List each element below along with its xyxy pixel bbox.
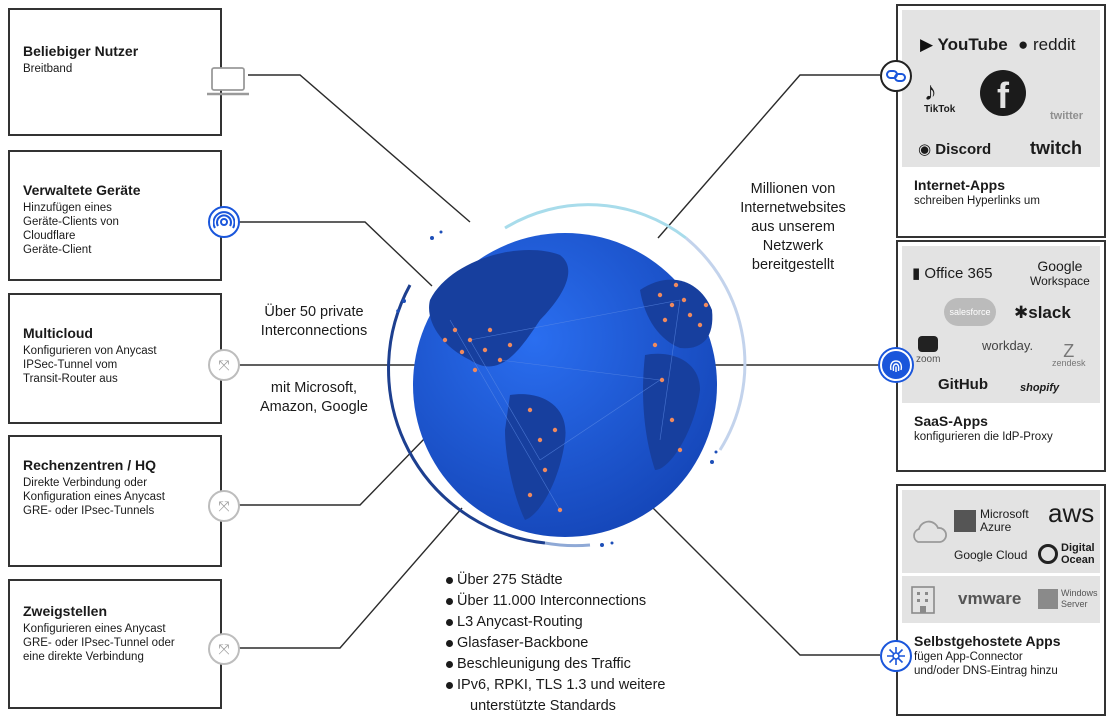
box-beliebiger-nutzer: Beliebiger Nutzer Breitband (8, 8, 249, 136)
vmware-logo: vmware (958, 589, 1022, 608)
building-icon (911, 586, 935, 614)
stats-item: L3 Anycast-Routing (446, 612, 665, 633)
box-zweigstellen: Zweigstellen Konfigurieren eines Anycast… (8, 579, 222, 709)
arc-bottom (544, 541, 591, 548)
box-desc: schreiben Hyperlinks um (914, 195, 1040, 207)
link-icon (880, 60, 912, 92)
box-rechenzentren: Rechenzentren / HQ Direkte Verbindung od… (8, 435, 222, 567)
office365-logo: ▮ Office 365 (912, 265, 993, 282)
stats-list: Über 275 Städte Über 11.000 Interconnect… (446, 570, 665, 717)
reddit-logo: ● reddit (1018, 35, 1076, 54)
line-beliebiger-nutzer (248, 74, 471, 223)
box-title: Beliebiger Nutzer (23, 43, 139, 59)
facebook-logo: f (980, 70, 1026, 116)
twitter-logo: twitter (1050, 110, 1083, 122)
line-selfhosted-apps (649, 504, 880, 656)
youtube-logo: ▶ YouTube (920, 35, 1008, 54)
connector-icon (880, 640, 912, 672)
box-desc: Breitband (23, 63, 73, 75)
shopify-logo: shopify (1020, 382, 1060, 394)
tiktok-logo: ♪TikTok (924, 76, 956, 115)
aws-logo: aws (1048, 498, 1095, 528)
city-dots (442, 282, 709, 513)
google-cloud-logo: Google Cloud (954, 548, 1028, 562)
box-title: Multicloud (23, 325, 93, 341)
partners-text: mit Microsoft,Amazon, Google (259, 380, 368, 415)
box-title: Internet-Apps (914, 177, 1005, 193)
box-title: Zweigstellen (23, 603, 108, 619)
stats-item: Über 275 Städte (446, 570, 665, 591)
github-logo: GitHub (938, 376, 988, 393)
stats-item: IPv6, RPKI, TLS 1.3 und weitere (446, 675, 665, 696)
box-title: Rechenzentren / HQ (23, 457, 157, 473)
laptop-icon (207, 67, 249, 96)
stats-item: Beschleunigung des Traffic (446, 654, 665, 675)
cloud-icon (913, 520, 947, 543)
line-rechenzentren (228, 436, 427, 506)
workday-logo: workday. (982, 338, 1034, 353)
box-title: SaaS-Apps (914, 413, 988, 429)
tunnel-icon: ⤧ (208, 490, 240, 522)
box-title: Selbstgehostete Apps (914, 633, 1061, 649)
box-internet-apps: ▶ YouTube ● reddit ♪TikTok f twitter ◉ D… (896, 4, 1106, 238)
line-internet-apps (657, 74, 880, 239)
arc-right (685, 236, 747, 451)
device-client-icon (208, 206, 240, 238)
line-zweigstellen (228, 507, 463, 649)
box-desc: konfigurieren die IdP-Proxy (914, 431, 1053, 443)
stats-item: Über 11.000 Interconnections (446, 591, 665, 612)
salesforce-logo: salesforce (944, 298, 996, 326)
line-verwaltete-geraete (228, 221, 433, 287)
tunnel-icon: ⤧ (208, 349, 240, 381)
arc-left (387, 284, 546, 545)
arc-light (504, 203, 687, 240)
slack-logo: ✱slack (1014, 303, 1071, 322)
zoom-logo: zoom (916, 336, 940, 365)
stats-item: Glasfaser-Backbone (446, 633, 665, 654)
stats-item-continuation: unterstützte Standards (470, 698, 616, 714)
tunnel-icon: ⤧ (208, 633, 240, 665)
discord-logo: ◉ Discord (918, 141, 992, 158)
twitch-logo: twitch (1030, 138, 1082, 158)
box-title: Verwaltete Geräte (23, 182, 141, 198)
fingerprint-icon (880, 349, 912, 381)
logo-panel-internet: ▶ YouTube ● reddit ♪TikTok f twitter ◉ D… (902, 10, 1100, 167)
